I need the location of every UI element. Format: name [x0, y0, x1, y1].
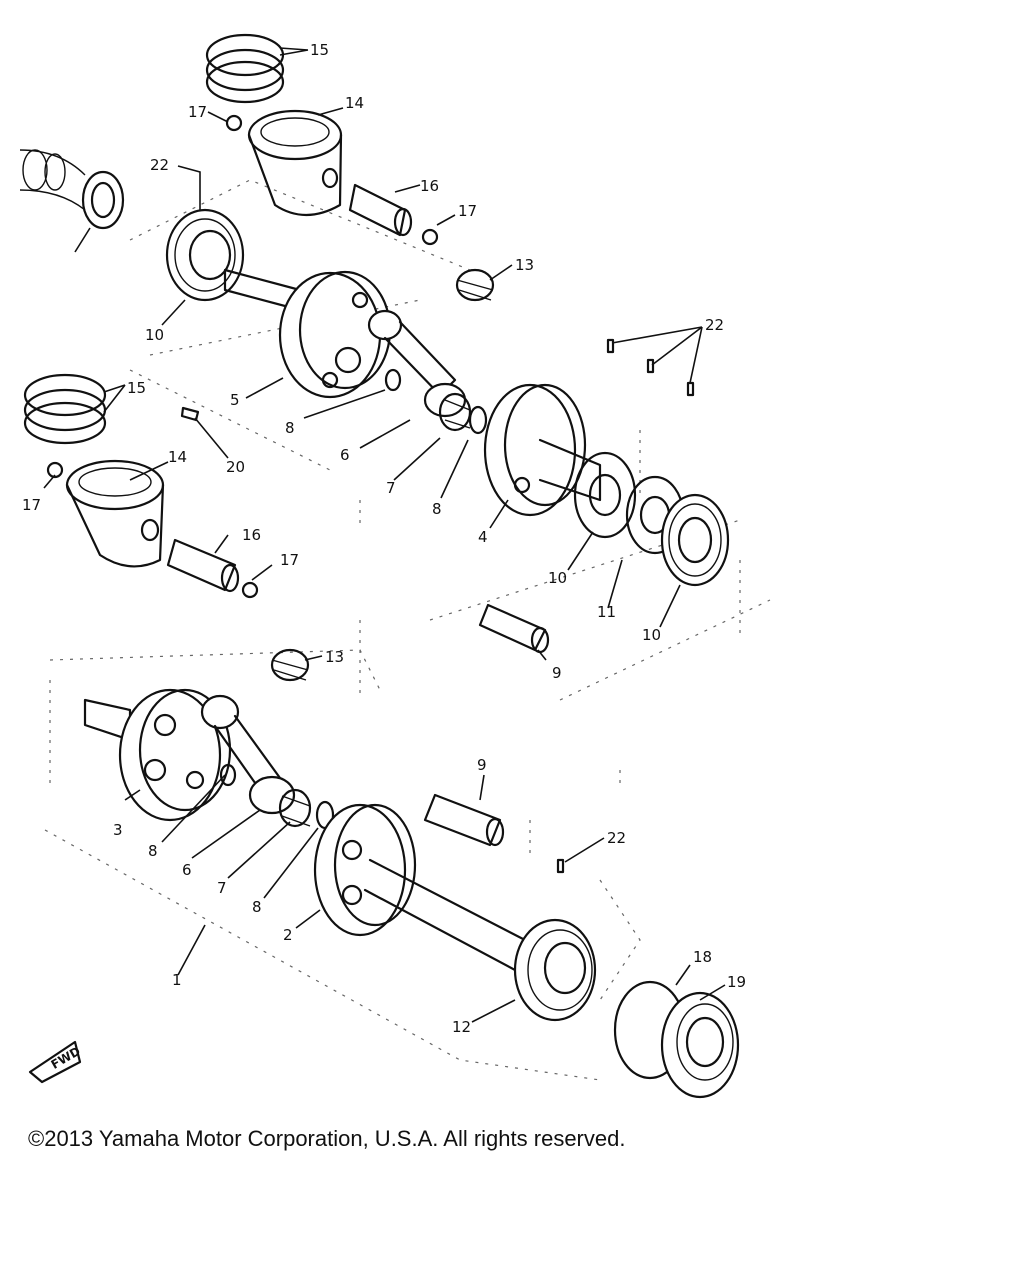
callout-7: 7: [386, 479, 396, 497]
callout-6: 6: [340, 446, 350, 464]
piston-rings-left: [23, 373, 107, 445]
piston-left: [65, 459, 165, 568]
oil-seal: [19, 149, 125, 230]
piston-rings-upper: [205, 33, 285, 104]
callout-10: 10: [548, 569, 567, 587]
callout-2: 2: [283, 926, 293, 944]
callout-14: 14: [168, 448, 187, 466]
piston-pin-clip: [225, 114, 243, 132]
assembly-guide-lines: [44, 179, 771, 1081]
piston-upper: [247, 109, 343, 216]
callout-3: 3: [113, 821, 123, 839]
callout-22: 22: [705, 316, 724, 334]
callout-20: 20: [226, 458, 245, 476]
callout-8: 8: [432, 500, 442, 518]
callout-22: 22: [607, 829, 626, 847]
callout-16: 16: [420, 177, 439, 195]
dowel-pin: [556, 858, 565, 874]
piston-pin-clip: [421, 228, 439, 246]
callout-13: 13: [515, 256, 534, 274]
crank-wheel-lower-right: [313, 803, 527, 972]
crank-pin: [423, 793, 505, 847]
callout-19: 19: [727, 973, 746, 991]
callout-8: 8: [252, 898, 262, 916]
callout-17: 17: [188, 103, 207, 121]
callout-5: 5: [230, 391, 240, 409]
connecting-rod: [367, 309, 467, 418]
bearing: [660, 493, 730, 587]
callout-15: 15: [310, 41, 329, 59]
callout-17: 17: [22, 496, 41, 514]
crank-wheel: [483, 383, 602, 517]
needle-bearing: [384, 368, 488, 435]
dowel-pins: [606, 338, 695, 397]
callout-13: 13: [325, 648, 344, 666]
callout-8: 8: [148, 842, 158, 860]
crank-pin: [478, 603, 550, 654]
callout-16: 16: [242, 526, 261, 544]
callout-11: 11: [597, 603, 616, 621]
callout-8: 8: [285, 419, 295, 437]
leader-lines: [43, 47, 726, 1023]
piston-pin-clip: [46, 461, 64, 479]
callout-7: 7: [217, 879, 227, 897]
callout-10: 10: [642, 626, 661, 644]
oil-seal-lower: [660, 991, 740, 1099]
needle-bearing: [455, 268, 495, 302]
bearing: [573, 451, 637, 539]
callout-6: 6: [182, 861, 192, 879]
callout-14: 14: [345, 94, 364, 112]
callout-12: 12: [452, 1018, 471, 1036]
callout-17: 17: [280, 551, 299, 569]
crankshaft-piston-exploded-diagram: 15 17 14 22 16 17 2 1 13 10 22 15 5 8 6 1…: [19, 33, 771, 1099]
callout-4: 4: [478, 528, 488, 546]
connecting-rod: [200, 694, 296, 815]
callout-18: 18: [693, 948, 712, 966]
fwd-arrow-icon: FWD: [28, 1040, 83, 1084]
callout-22: 22: [150, 156, 169, 174]
callout-10: 10: [145, 326, 164, 344]
callout-1: 1: [172, 971, 182, 989]
callout-15: 15: [127, 379, 146, 397]
bearing: [165, 208, 245, 302]
copyright-notice: ©2013 Yamaha Motor Corporation, U.S.A. A…: [28, 1126, 626, 1151]
crank-wheel: [223, 268, 392, 399]
piston-pin-upper: [348, 183, 413, 237]
bearing-lower: [513, 918, 597, 1022]
callout-9: 9: [477, 756, 487, 774]
needle-bearing: [270, 648, 310, 682]
callout-17: 17: [458, 202, 477, 220]
piston-pin-clip: [241, 581, 259, 599]
callout-labels: 15 17 14 22 16 17 2 1 13 10 22 15 5 8 6 1…: [22, 41, 746, 1036]
piston-pin-left: [166, 538, 240, 593]
callout-9: 9: [552, 664, 562, 682]
crank-wheel-lower-left: [83, 688, 232, 822]
